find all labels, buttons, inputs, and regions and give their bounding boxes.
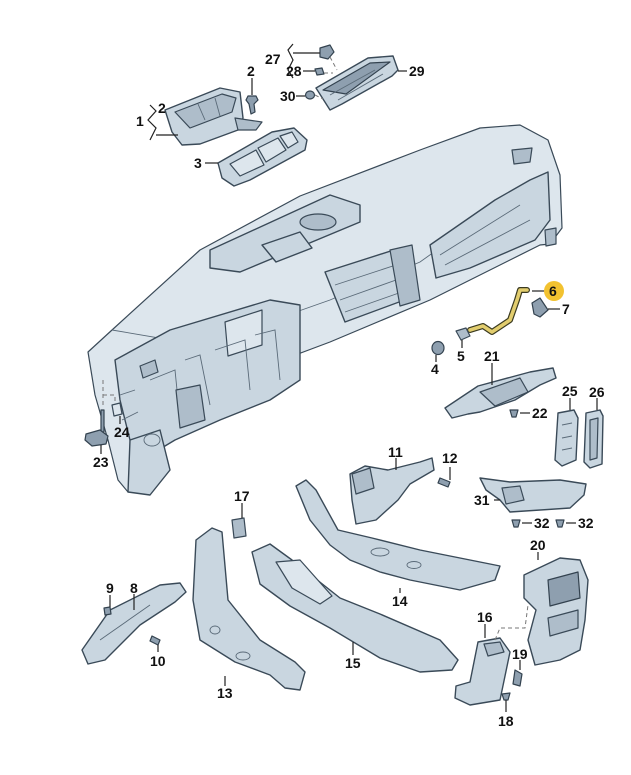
callout-6[interactable]: 6 xyxy=(549,283,557,299)
part-12-screw[interactable] xyxy=(437,477,451,488)
callout-31[interactable]: 31 xyxy=(474,492,490,508)
part-16-duct-adapter[interactable] xyxy=(454,637,511,706)
part-23-sensor-bracket[interactable] xyxy=(84,409,109,447)
callout-labels: 1 2 2 3 4 5 6 7 8 9 10 11 12 13 14 15 16… xyxy=(93,51,605,729)
callout-18[interactable]: 18 xyxy=(498,713,514,729)
leader-lines xyxy=(100,43,598,712)
part-10-screw[interactable] xyxy=(149,635,161,646)
callout-19[interactable]: 19 xyxy=(512,646,528,662)
callout-2[interactable]: 2 xyxy=(247,63,255,79)
part-1-vent-housing[interactable] xyxy=(164,87,263,146)
callout-24[interactable]: 24 xyxy=(114,424,130,440)
callout-32a[interactable]: 32 xyxy=(534,515,550,531)
dashboard-panel[interactable] xyxy=(87,124,563,496)
part-25-side-vent[interactable] xyxy=(554,409,579,467)
part-20-rear-vent-panel[interactable] xyxy=(523,557,589,666)
part-13-rear-duct[interactable] xyxy=(192,527,306,691)
part-32-rivet-a[interactable] xyxy=(511,519,521,528)
assembly-dashed-lines-23 xyxy=(102,380,116,408)
callout-4[interactable]: 4 xyxy=(431,361,439,377)
callout-30[interactable]: 30 xyxy=(280,88,296,104)
callout-27[interactable]: 27 xyxy=(265,51,281,67)
part-2-rivet[interactable] xyxy=(245,95,259,115)
callout-13[interactable]: 13 xyxy=(217,685,233,701)
part-11-footwell-duct[interactable] xyxy=(349,457,435,525)
callout-16[interactable]: 16 xyxy=(477,609,493,625)
part-14-rear-duct[interactable] xyxy=(295,479,501,591)
part-32-rivet-b[interactable] xyxy=(555,519,565,528)
part-3-vent-frame[interactable] xyxy=(217,127,308,187)
callout-22[interactable]: 22 xyxy=(532,405,548,421)
callout-8[interactable]: 8 xyxy=(130,580,138,596)
part-17-seal-cap[interactable] xyxy=(231,517,247,539)
part-31-lower-duct[interactable] xyxy=(479,477,587,513)
callout-9[interactable]: 9 xyxy=(106,580,114,596)
callout-23[interactable]: 23 xyxy=(93,454,109,470)
callout-21[interactable]: 21 xyxy=(484,348,500,364)
callout-12[interactable]: 12 xyxy=(442,450,458,466)
callout-11[interactable]: 11 xyxy=(388,444,403,460)
part-15-console-duct[interactable] xyxy=(251,543,459,673)
part-21-glovebox-duct[interactable] xyxy=(444,367,557,419)
part-29-defrost-grille[interactable] xyxy=(315,55,399,111)
callout-28[interactable]: 28 xyxy=(286,63,302,79)
part-7-nozzle[interactable] xyxy=(531,297,549,318)
part-6-hose[interactable] xyxy=(467,287,530,335)
part-26-side-vent[interactable] xyxy=(583,409,604,469)
part-30-grommet[interactable] xyxy=(304,90,316,100)
assembly-dashed-lines xyxy=(314,56,338,100)
callout-29[interactable]: 29 xyxy=(409,63,425,79)
part-9-clip[interactable] xyxy=(103,606,112,616)
part-5-connector[interactable] xyxy=(455,327,471,341)
callout-3[interactable]: 3 xyxy=(194,155,202,171)
highlight-marker-6 xyxy=(544,281,564,301)
part-4-grommet[interactable] xyxy=(431,340,445,356)
callout-1[interactable]: 1 xyxy=(136,113,144,129)
part-19-screw-clip[interactable] xyxy=(512,669,523,687)
callout-1-sub-2[interactable]: 2 xyxy=(158,100,166,116)
assembly-dashed-lines-16-20 xyxy=(494,604,529,641)
callout-10[interactable]: 10 xyxy=(150,653,166,669)
callout-32b[interactable]: 32 xyxy=(578,515,594,531)
callout-17[interactable]: 17 xyxy=(234,488,250,504)
part-18-rivet[interactable] xyxy=(501,692,511,701)
part-24-clip[interactable] xyxy=(111,402,123,417)
callout-5[interactable]: 5 xyxy=(457,348,465,364)
callout-26[interactable]: 26 xyxy=(589,384,605,400)
part-8-footwell-duct[interactable] xyxy=(81,582,187,665)
callout-20[interactable]: 20 xyxy=(530,537,546,553)
callout-14[interactable]: 14 xyxy=(392,593,408,609)
callout-7[interactable]: 7 xyxy=(562,301,570,317)
callout-25[interactable]: 25 xyxy=(562,383,578,399)
part-22-rivet[interactable] xyxy=(509,409,519,418)
callout-15[interactable]: 15 xyxy=(345,655,361,671)
part-28-sensor-clip[interactable] xyxy=(314,67,325,76)
part-27-sensor[interactable] xyxy=(319,44,335,60)
